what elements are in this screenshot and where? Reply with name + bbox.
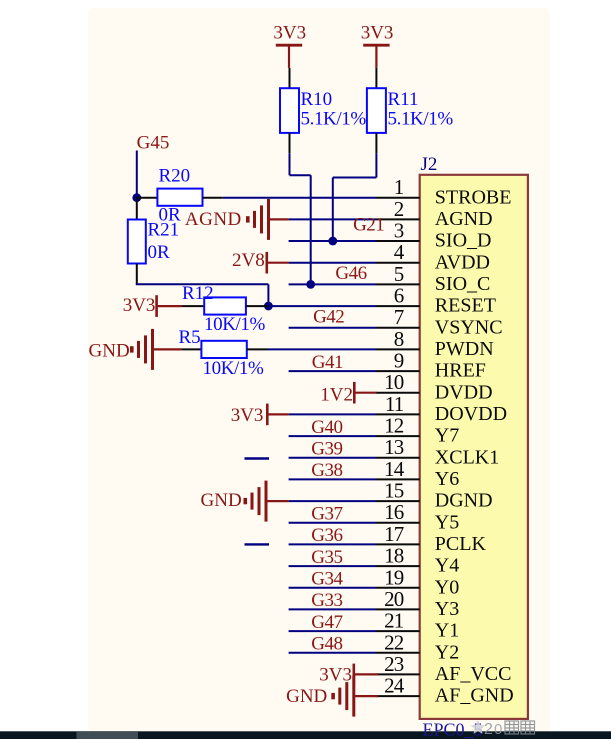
svg-text:5: 5 [394, 262, 404, 286]
svg-text:VSYNC: VSYNC [435, 316, 503, 338]
svg-text:Y6: Y6 [435, 468, 459, 490]
svg-text:0R: 0R [159, 205, 182, 226]
svg-text:G46: G46 [335, 263, 366, 284]
svg-text:2: 2 [394, 197, 404, 221]
svg-text:GND: GND [201, 490, 242, 511]
svg-text:GND: GND [89, 341, 130, 362]
svg-text:4: 4 [394, 240, 405, 264]
svg-text:G39: G39 [311, 439, 342, 460]
svg-text:G37: G37 [311, 504, 342, 525]
svg-text:Y7: Y7 [435, 425, 459, 447]
svg-text:DOVDD: DOVDD [435, 403, 507, 425]
svg-text:SIO_C: SIO_C [435, 273, 491, 295]
svg-text:PCLK: PCLK [435, 533, 487, 555]
svg-text:5.1K/1%: 5.1K/1% [388, 109, 454, 130]
svg-text:G38: G38 [311, 460, 342, 481]
svg-text:1: 1 [394, 175, 404, 199]
svg-text:G42: G42 [313, 306, 344, 327]
svg-text:G36: G36 [311, 525, 342, 546]
svg-text:G40: G40 [311, 417, 342, 438]
svg-text:5.1K/1%: 5.1K/1% [301, 109, 367, 130]
svg-text:Y5: Y5 [435, 511, 459, 533]
svg-text:18: 18 [384, 544, 404, 568]
svg-text:EPC0_5: EPC0_5 [423, 720, 483, 739]
svg-text:PWDN: PWDN [435, 338, 494, 360]
svg-text:3: 3 [394, 219, 404, 243]
svg-text:AF_GND: AF_GND [435, 685, 514, 707]
svg-text:13: 13 [384, 435, 404, 459]
svg-text:17: 17 [384, 522, 404, 546]
svg-text:G47: G47 [311, 612, 342, 633]
svg-text:HREF: HREF [435, 360, 486, 382]
svg-text:7: 7 [394, 305, 404, 329]
svg-text:AVDD: AVDD [435, 251, 490, 273]
svg-text:24: 24 [384, 674, 405, 698]
svg-text:R5: R5 [179, 327, 201, 348]
svg-text:3V3: 3V3 [319, 664, 352, 685]
svg-text:15: 15 [384, 479, 404, 503]
svg-text:AGND: AGND [435, 208, 493, 230]
svg-text:G35: G35 [311, 547, 342, 568]
svg-text:3V3: 3V3 [273, 23, 306, 44]
svg-text:R10: R10 [301, 89, 333, 110]
svg-text:19: 19 [384, 565, 404, 589]
svg-text:G21: G21 [353, 214, 384, 235]
svg-text:DVDD: DVDD [435, 381, 493, 403]
svg-text:20: 20 [384, 587, 404, 611]
svg-text:DGND: DGND [435, 490, 493, 512]
svg-text:AGND: AGND [185, 209, 242, 230]
svg-text:16: 16 [384, 500, 404, 524]
svg-text:R21: R21 [148, 219, 180, 240]
svg-text:Y0: Y0 [435, 576, 459, 598]
svg-text:R11: R11 [388, 89, 419, 110]
svg-text:2V8: 2V8 [232, 250, 265, 271]
svg-text:21: 21 [384, 609, 404, 633]
svg-text:Y1: Y1 [435, 620, 459, 642]
svg-text:3V3: 3V3 [123, 295, 156, 316]
svg-text:RESET: RESET [435, 295, 496, 317]
svg-text:J2: J2 [421, 154, 438, 175]
svg-text:10: 10 [384, 370, 404, 394]
svg-text:G33: G33 [311, 590, 342, 611]
svg-text:GND: GND [286, 686, 327, 707]
svg-text:0R: 0R [148, 242, 171, 263]
svg-text:AF_VCC: AF_VCC [435, 663, 512, 685]
svg-text:G45: G45 [137, 133, 170, 154]
svg-text:8: 8 [394, 327, 404, 351]
svg-text:R20: R20 [159, 165, 191, 186]
svg-text:10K/1%: 10K/1% [203, 358, 265, 379]
svg-text:2: 2 [484, 721, 493, 738]
svg-text:3V3: 3V3 [361, 23, 394, 44]
svg-text:G34: G34 [311, 569, 343, 590]
svg-text:14: 14 [384, 457, 405, 481]
svg-text:9: 9 [394, 349, 404, 373]
svg-text:1V2: 1V2 [320, 385, 353, 406]
svg-text:12: 12 [384, 414, 404, 438]
svg-text:6: 6 [394, 284, 404, 308]
svg-text:0: 0 [494, 721, 502, 738]
svg-text:10K/1%: 10K/1% [204, 314, 266, 335]
svg-text:11: 11 [385, 392, 404, 416]
svg-text:G41: G41 [312, 352, 343, 373]
svg-text:STROBE: STROBE [435, 186, 512, 208]
svg-text:23: 23 [384, 652, 404, 676]
svg-text:XCLK1: XCLK1 [435, 446, 499, 468]
svg-text:G48: G48 [311, 634, 342, 655]
svg-text:Y2: Y2 [435, 641, 459, 663]
svg-text:R12: R12 [182, 283, 214, 304]
svg-text:3V3: 3V3 [231, 405, 264, 426]
svg-text:Y3: Y3 [435, 598, 459, 620]
svg-text:Y4: Y4 [435, 555, 459, 577]
svg-text:22: 22 [384, 630, 404, 654]
svg-text:SIO_D: SIO_D [435, 230, 492, 252]
